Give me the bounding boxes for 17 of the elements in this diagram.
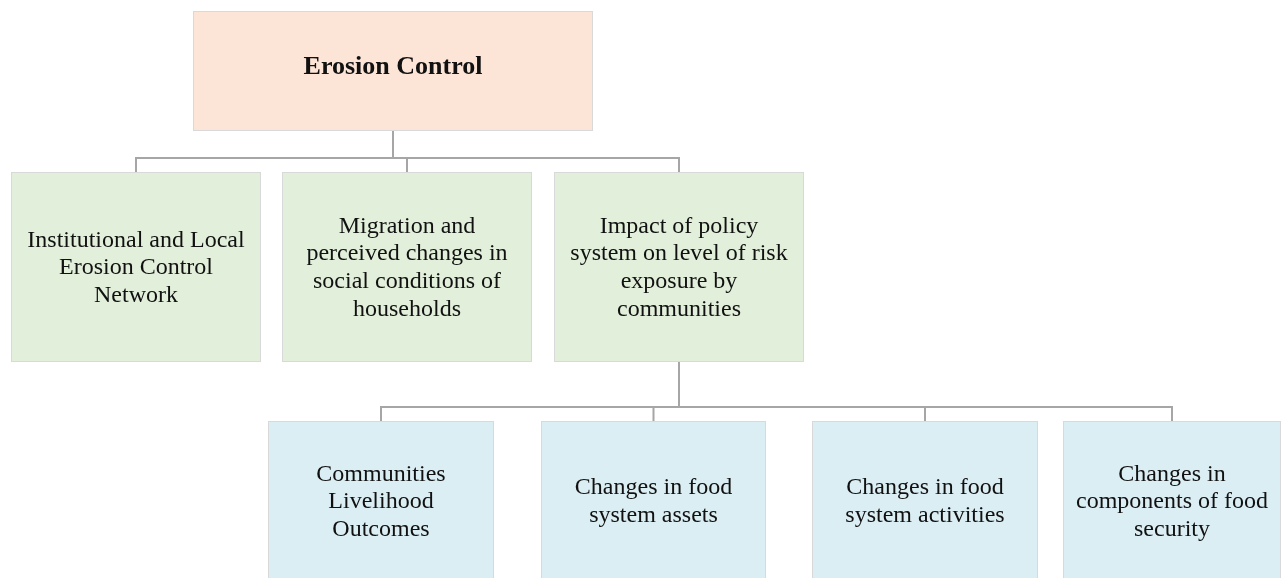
category-box [812,421,1038,578]
box-text: Changes in components of food security [1075,459,1269,543]
category-box [541,421,766,578]
category-box [554,172,804,362]
category-box [282,172,532,362]
box-text: Communities Livelihood Outcomes [315,459,447,543]
category-box [1063,421,1281,578]
box-text: Institutional and Local Erosion Control Network [26,225,246,309]
box-text: Impact of policy system on level of risk exposure by communities [569,211,789,323]
box-text: Changes in food system activities [844,473,1006,529]
category-box [11,172,261,362]
box-text: Changes in food system assets [573,473,734,529]
box-text: Migration and perceived changes in social conditions of households [305,211,509,323]
title-text: Erosion Control [303,51,483,81]
connector-line [392,130,680,173]
root-box [193,11,593,131]
category-box [268,421,494,578]
